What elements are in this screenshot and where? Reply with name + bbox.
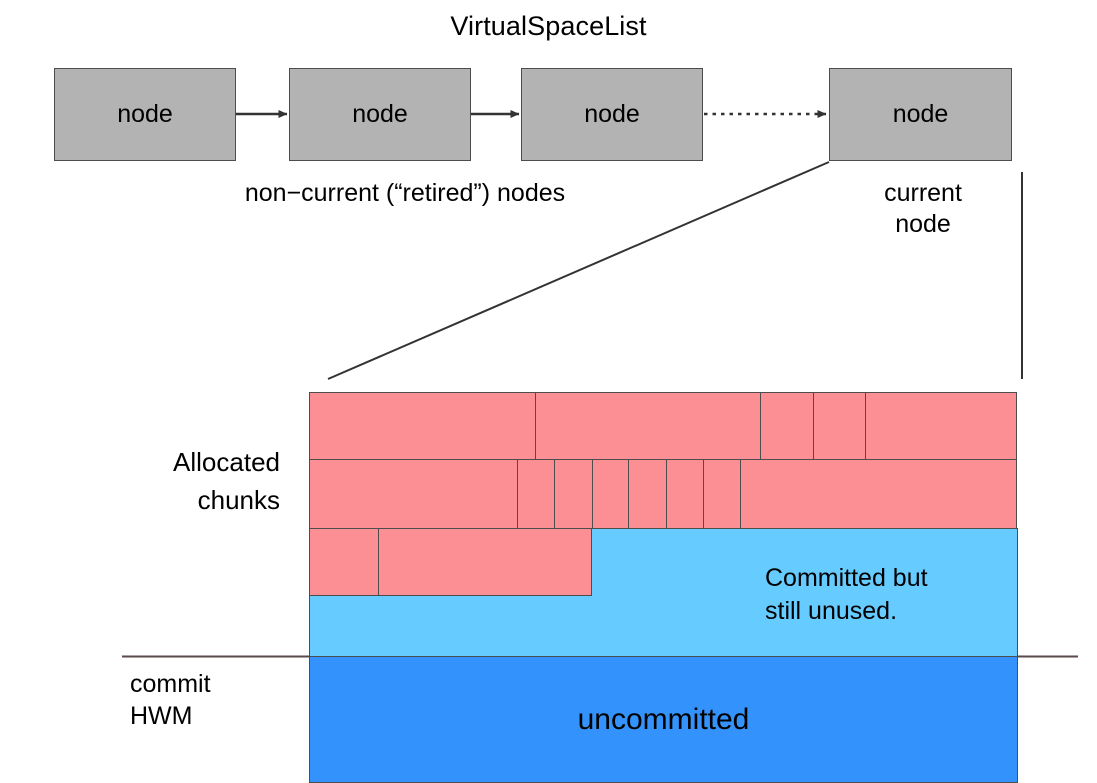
commit-hwm-label-line2: HWM: [130, 702, 193, 730]
chunk[interactable]: [309, 459, 518, 529]
node-box-4-label: node: [892, 100, 949, 128]
allocated-chunks-label: Allocated chunks: [60, 443, 280, 519]
chunk[interactable]: [760, 392, 814, 460]
node-box-1[interactable]: node: [54, 68, 236, 161]
current-node-caption-line2: node: [895, 210, 951, 238]
chunk[interactable]: [377, 528, 592, 596]
committed-but-unused-line1: Committed but: [765, 564, 928, 592]
committed-but-unused-line2: still unused.: [765, 597, 898, 625]
chunk[interactable]: [865, 392, 1017, 460]
committed-but-unused-label: Committed but still unused.: [765, 562, 1015, 628]
chunk-row-2: [309, 459, 1018, 529]
chunk[interactable]: [739, 459, 1017, 529]
node-box-4-current[interactable]: node: [829, 68, 1012, 161]
node-box-3[interactable]: node: [521, 68, 703, 161]
node-box-2-label: node: [352, 100, 408, 128]
chunk[interactable]: [812, 392, 867, 460]
allocated-chunks-label-line2: chunks: [197, 485, 280, 515]
uncommitted-label: uncommitted: [577, 702, 750, 736]
uncommitted-band: uncommitted: [309, 656, 1018, 783]
chunk[interactable]: [516, 459, 556, 529]
current-node-caption-line1: current: [884, 179, 962, 207]
allocated-chunks-label-line1: Allocated: [173, 447, 280, 477]
chunk[interactable]: [628, 459, 667, 529]
commit-hwm-label: commit HWM: [130, 668, 360, 732]
chunk-row-1: [309, 392, 1018, 460]
chunk[interactable]: [534, 392, 762, 460]
chunk-row-3: [309, 528, 592, 596]
memory-block: uncommitted: [309, 392, 1018, 783]
node-box-1-label: node: [117, 100, 173, 128]
chunk[interactable]: [703, 459, 741, 529]
retired-nodes-caption: non−current (“retired”) nodes: [244, 179, 566, 207]
commit-hwm-label-line1: commit: [130, 670, 211, 698]
chunk[interactable]: [309, 528, 379, 596]
node-box-3-label: node: [584, 100, 640, 128]
node-box-2[interactable]: node: [289, 68, 471, 161]
diagram-title: VirtualSpaceList: [450, 11, 647, 41]
chunk[interactable]: [554, 459, 593, 529]
current-node-caption: current node: [838, 178, 1008, 240]
chunk[interactable]: [665, 459, 705, 529]
chunk[interactable]: [591, 459, 630, 529]
chunk[interactable]: [309, 392, 536, 460]
